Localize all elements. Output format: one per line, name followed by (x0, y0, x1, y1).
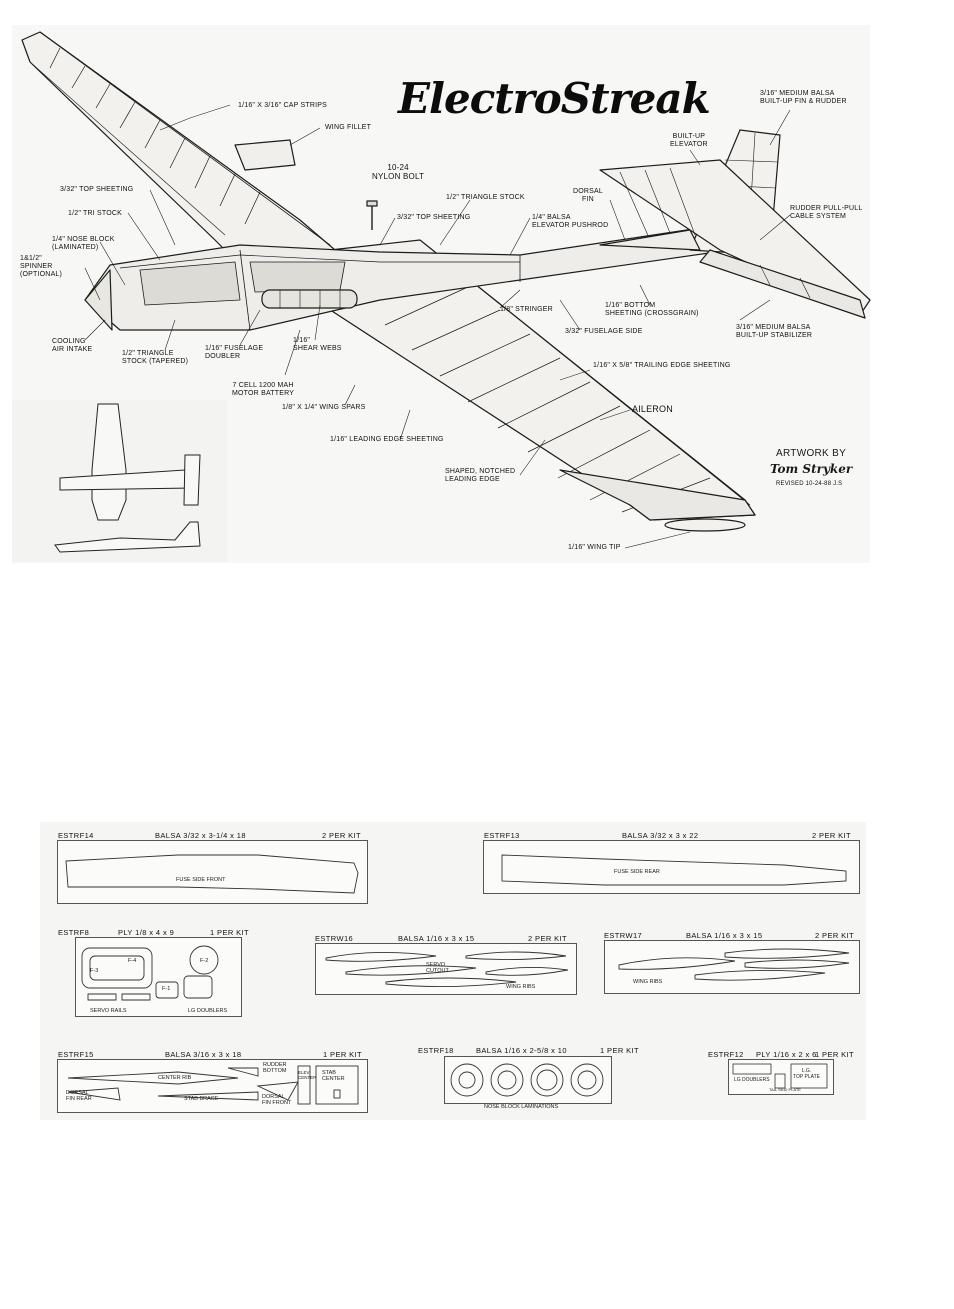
callout-fuse-doubler: 1/16" FUSELAGE DOUBLER (205, 345, 264, 360)
motor-battery (261, 289, 358, 309)
callout-tri-stock: 1/2" TRI STOCK (68, 210, 123, 217)
callout-battery: 7 CELL 1200 MAH MOTOR BATTERY (232, 382, 295, 397)
sheet-estrf18-id: ESTRF18 (418, 1046, 454, 1055)
stabilizer (599, 159, 871, 316)
part-rudder-bottom: RUDDER BOTTOM (263, 1062, 287, 1074)
sheet-estrf12-id: ESTRF12 (708, 1050, 744, 1059)
wing-tip (664, 518, 746, 532)
callout-bottom-sheeting: 1/16" BOTTOM SHEETING (CROSSGRAIN) (605, 302, 699, 317)
callout-cap-strips: 1/16" X 3/16" CAP STRIPS (238, 102, 328, 109)
callout-top-sheeting-2: 3/32" TOP SHEETING (397, 214, 471, 221)
sheet-estrf14-id: ESTRF14 (58, 831, 94, 840)
sheet-estrw17-qty: 2 PER KIT (815, 931, 855, 940)
part-f1: F-1 (162, 986, 171, 992)
sheet-estrf15-qty: 1 PER KIT (323, 1050, 363, 1059)
callout-nose-block: 1/4" NOSE BLOCK (LAMINATED) (52, 236, 115, 251)
part-wing-ribs-w17: WING RIBS (633, 979, 663, 985)
part-f2: F-2 (200, 958, 209, 964)
sheet-estrf15: CENTER RIB RUDDER BOTTOM DORSAL FIN REAR… (57, 1059, 368, 1113)
part-fuse-side-rear: FUSE SIDE REAR (614, 869, 660, 875)
callout-wing-tip: 1/16" WING TIP (568, 544, 621, 551)
part-center-rib: CENTER RIB (158, 1075, 192, 1081)
sheet-estrf13: FUSE SIDE REAR (483, 840, 860, 894)
part-nose-block-laminations: NOSE BLOCK LAMINATIONS (484, 1104, 559, 1110)
part-f4: F-4 (128, 958, 137, 964)
callout-pushrod: 1/4" BALSA ELEVATOR PUSHROD (532, 214, 609, 229)
part-wing-ribs-w16: WING RIBS (506, 984, 536, 990)
part-lg-top-plate: L.G. TOP PLATE (793, 1068, 820, 1080)
part-stab-center: STAB CENTER (322, 1070, 345, 1082)
sheet-estrf14-material: BALSA 3/32 x 3-1/4 x 18 (155, 831, 246, 840)
sheet-estrw17-material: BALSA 1/16 x 3 x 15 (686, 931, 763, 940)
callout-fin-rudder: 3/16" MEDIUM BALSA BUILT-UP FIN & RUDDER (760, 90, 847, 105)
callout-triangle-tapered: 1/2" TRIANGLE STOCK (TAPERED) (122, 350, 189, 365)
part-dorsal-fin-front: DORSAL FIN FRONT (262, 1094, 292, 1106)
callout-triangle-stock: 1/2" TRIANGLE STOCK (446, 194, 525, 201)
callout-spinner: 1&1/2" SPINNER (OPTIONAL) (20, 255, 63, 278)
dorsal-fin (599, 229, 701, 251)
sheet-estrw17-id: ESTRW17 (604, 931, 643, 940)
callout-built-up-elevator: BUILT-UP ELEVATOR (670, 133, 708, 148)
part-stab-brace: STAB BRACE (184, 1096, 219, 1102)
part-elev-center: ELEV CENTER (298, 1070, 317, 1080)
credit-line: ARTWORK BY (776, 448, 847, 459)
callout-wing-spars: 1/8" X 1/4" WING SPARS (282, 404, 366, 411)
sheet-estrw16-material: BALSA 1/16 x 3 x 15 (398, 934, 475, 943)
horizontal-stab-right (699, 249, 866, 319)
callout-dorsal-fin: DORSAL FIN (573, 188, 603, 203)
callout-top-sheeting-1: 3/32" TOP SHEETING (60, 186, 134, 193)
sheet-estrf13-material: BALSA 3/32 x 3 x 22 (622, 831, 699, 840)
callout-stabilizer: 3/16" MEDIUM BALSA BUILT-UP STABILIZER (736, 324, 813, 339)
sheet-estrw17: WING RIBS (604, 940, 860, 994)
callout-rudder-cable: RUDDER PULL-PULL CABLE SYSTEM (790, 205, 863, 220)
sheet-estrf14: FUSE SIDE FRONT (57, 840, 368, 904)
sheet-estrf8-id: ESTRF8 (58, 928, 90, 937)
callout-stringer: 1/8" STRINGER (500, 306, 553, 313)
sheet-estrf12: LG DOUBLERS L.G. TOP PLATE TAIL SKID PLA… (728, 1059, 834, 1095)
sheet-estrf13-id: ESTRF13 (484, 831, 520, 840)
part-dorsal-fin-rear: DORSAL FIN REAR (66, 1090, 92, 1102)
callout-shear-webs: 1/16" SHEAR WEBS (293, 337, 342, 352)
sheet-estrf15-id: ESTRF15 (58, 1050, 94, 1059)
part-f3: F-3 (90, 968, 99, 974)
callout-wing-fillet: WING FILLET (325, 124, 372, 131)
callout-cooling-intake: COOLING AIR INTAKE (52, 338, 93, 353)
sheet-estrf13-qty: 2 PER KIT (812, 831, 852, 840)
spinner (84, 269, 113, 331)
wing-fillet (234, 139, 296, 171)
sheet-estrw16-qty: 2 PER KIT (528, 934, 568, 943)
sheet-estrf8-qty: 1 PER KIT (210, 928, 250, 937)
part-servo-cutout: SERVO CUTOUT (426, 962, 449, 974)
sheet-estrf12-qty: 1 PER KIT (815, 1050, 855, 1059)
page-title: ElectroStreak (398, 74, 711, 123)
sheet-estrf18-qty: 1 PER KIT (600, 1046, 640, 1055)
callout-aileron: AILERON (632, 404, 673, 414)
callout-fuse-side: 3/32" FUSELAGE SIDE (565, 328, 643, 335)
sheet-estrf18-material: BALSA 1/16 x 2-5/8 x 10 (476, 1046, 567, 1055)
callout-le-sheeting: 1/16" LEADING EDGE SHEETING (330, 436, 444, 443)
sheet-estrf15-material: BALSA 3/16 x 3 x 18 (165, 1050, 242, 1059)
sheet-estrf8-material: PLY 1/8 x 4 x 9 (118, 928, 175, 937)
aileron (559, 469, 756, 521)
artist-signature: Tom Stryker (770, 462, 853, 476)
sheet-estrw16: SERVO CUTOUT WING RIBS (315, 943, 577, 995)
callout-nylon-bolt: 10-24 NYLON BOLT (372, 163, 425, 181)
sheet-estrf14-qty: 2 PER KIT (322, 831, 362, 840)
callout-te-sheeting: 1/16" X 5/8" TRAILING EDGE SHEETING (593, 362, 731, 369)
part-lg-doublers: LG DOUBLERS (188, 1008, 228, 1014)
revision-note: REVISED 10-24-88 J.S (776, 481, 843, 487)
sheet-estrf12-material: PLY 1/16 x 2 x 6 (756, 1050, 817, 1059)
sheet-estrw16-id: ESTRW16 (315, 934, 354, 943)
sheet-estrf18 (444, 1056, 612, 1104)
part-fuse-side-front: FUSE SIDE FRONT (176, 877, 226, 883)
sheet-estrf8: F-3 F-4 F-2 F-1 (75, 937, 242, 1017)
callout-notched-le: SHAPED, NOTCHED LEADING EDGE (445, 468, 516, 483)
part-servo-rails: SERVO RAILS (90, 1008, 127, 1014)
part-tail-skid-plate: TAIL SKID PLATE (769, 1087, 801, 1092)
part-lg-doublers-ply: LG DOUBLERS (734, 1077, 770, 1083)
